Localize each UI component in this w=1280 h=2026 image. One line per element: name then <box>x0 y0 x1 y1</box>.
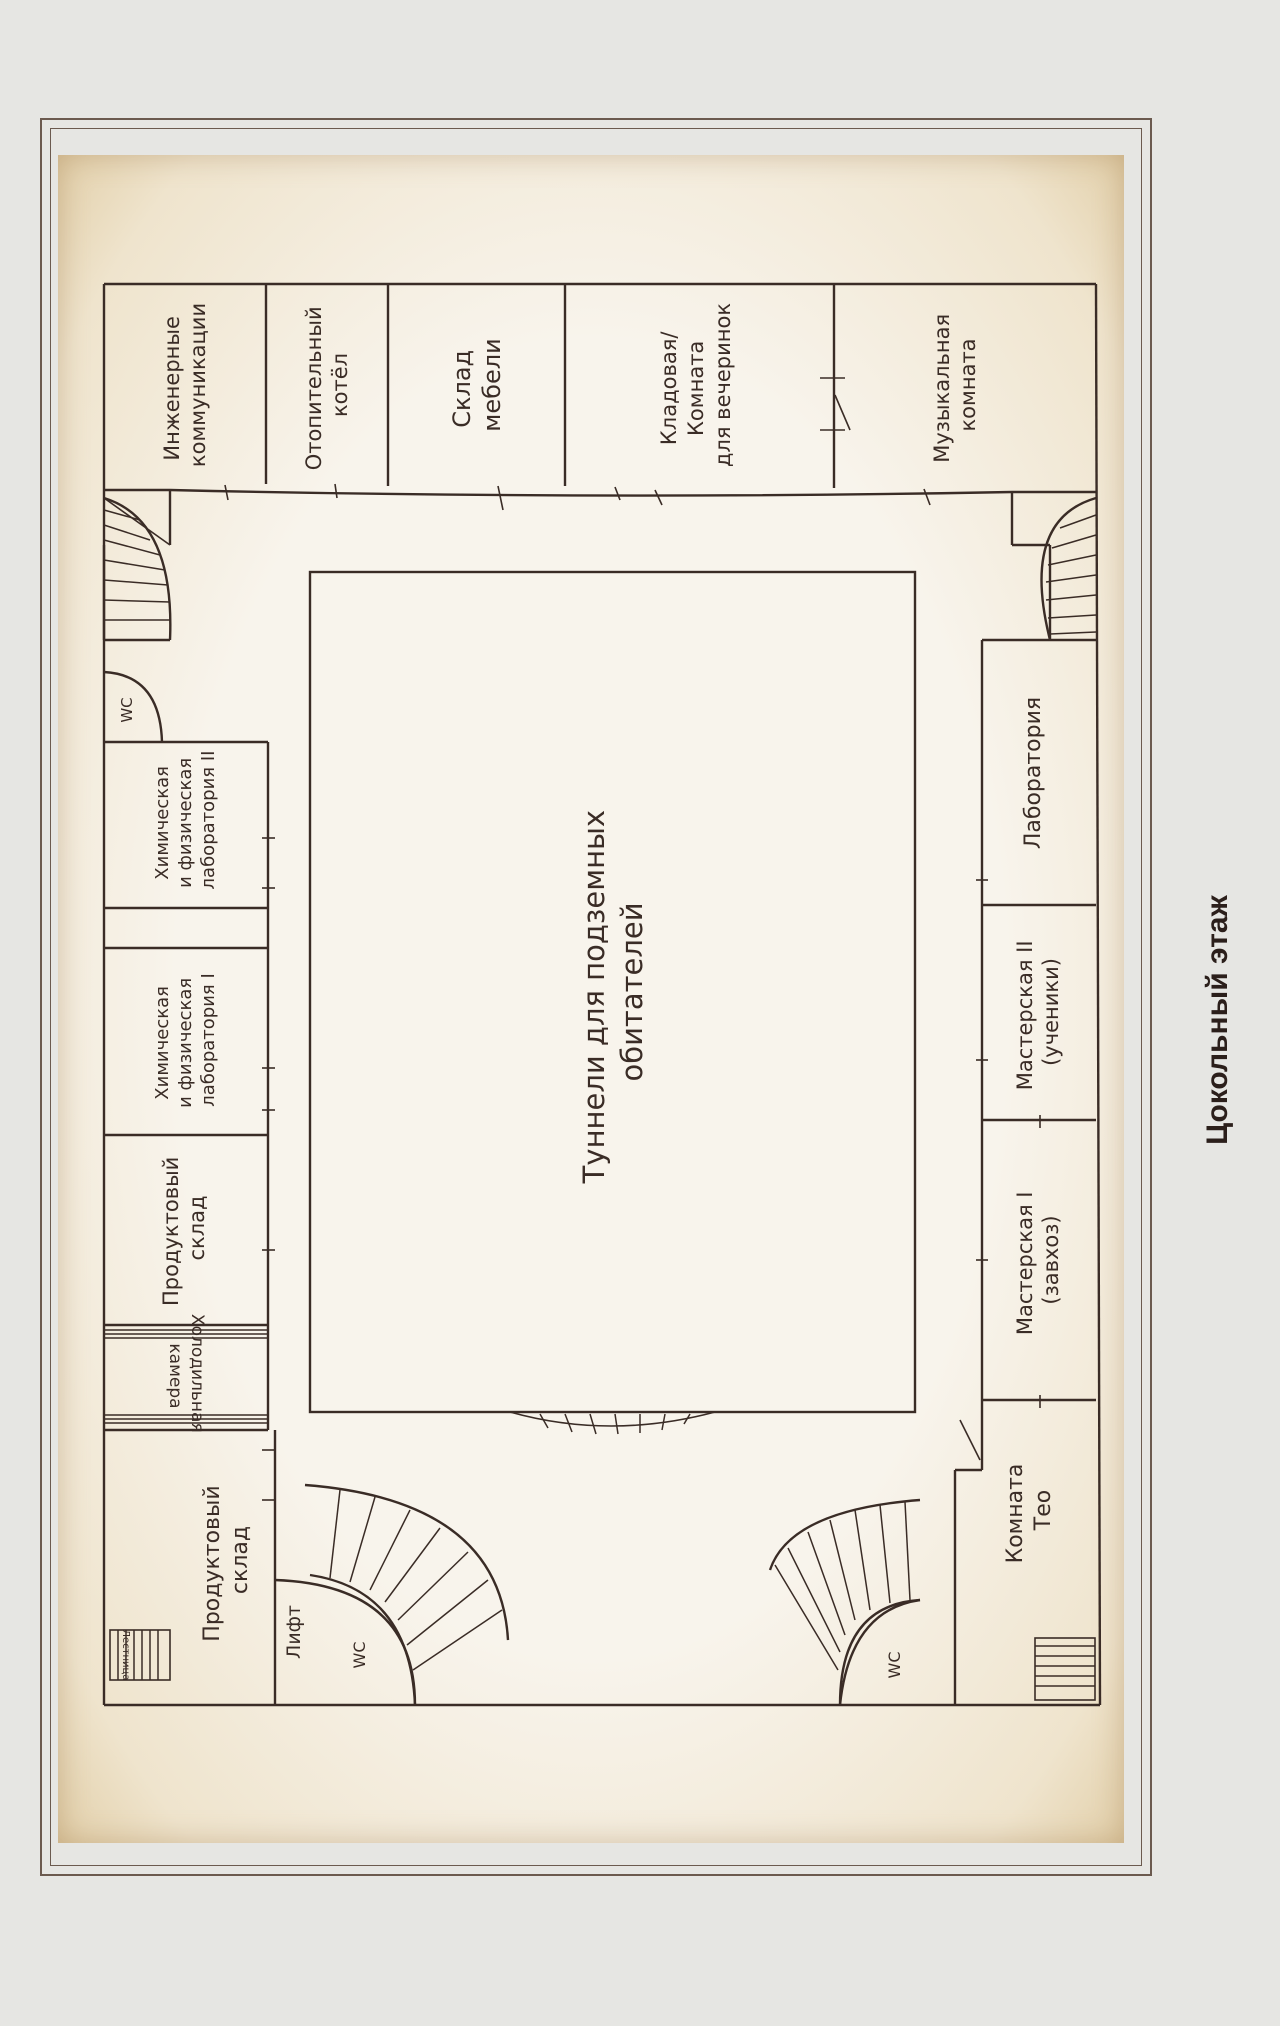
small-stair-right <box>1034 1637 1096 1701</box>
label-wc-right: WC <box>885 1652 904 1679</box>
label-theo: Комната Тео <box>1003 1457 1056 1564</box>
label-chem2: Химическая и физическая лаборатория II <box>152 751 219 890</box>
label-cold-room: Холодильная камера <box>165 1314 207 1438</box>
label-lift: Лифт <box>283 1605 305 1659</box>
wc-right-arc <box>838 1598 921 1706</box>
label-workshop1: Мастерская I (завхоз) <box>1013 1185 1063 1335</box>
page-border <box>40 118 1152 1876</box>
label-workshop2: Мастерская II (ученики) <box>1013 934 1063 1091</box>
label-wc-lift: WC <box>350 1642 369 1669</box>
floor-caption: Цокольный этаж <box>1201 895 1234 1145</box>
label-engineering: Инженерные коммуникации <box>160 303 210 467</box>
label-lab: Лаборатория <box>1021 697 1046 849</box>
stair-top-right <box>1040 496 1097 641</box>
page-inner-border <box>50 128 1142 1866</box>
label-music: Музыкальная комната <box>930 307 980 463</box>
tunnels-block <box>308 570 917 1414</box>
label-food-upper: Продуктовый склад <box>159 1150 209 1306</box>
label-boiler: Отопительный котёл <box>302 300 352 471</box>
small-stair-left <box>109 1629 171 1681</box>
label-furniture: Склад мебели <box>448 338 506 431</box>
tunnels-entrance-hatching <box>539 1413 691 1435</box>
label-pantry: Кладовая/ Комната для вечеринок <box>657 303 735 467</box>
stair-bottom-left <box>304 1483 510 1706</box>
stair-top-left <box>103 496 172 641</box>
parchment-background <box>58 155 1124 1843</box>
plan-walls <box>102 282 1102 1707</box>
label-food-lower: Продуктовый склад <box>200 1478 253 1641</box>
label-stairs: Лестница <box>120 1630 131 1681</box>
label-chem1: Химическая и физическая лаборатория I <box>152 972 219 1108</box>
tunnels-entrance <box>509 1411 716 1427</box>
wc-lift-arc <box>274 1578 417 1706</box>
cold-room-walls <box>103 1329 269 1424</box>
label-wc-top: WC <box>118 697 136 722</box>
stair-bottom-right <box>768 1498 921 1706</box>
wc-top-arc <box>103 670 164 743</box>
door-marks <box>224 483 1041 1501</box>
label-tunnels: Туннели для подземных обитателей <box>577 801 649 1185</box>
